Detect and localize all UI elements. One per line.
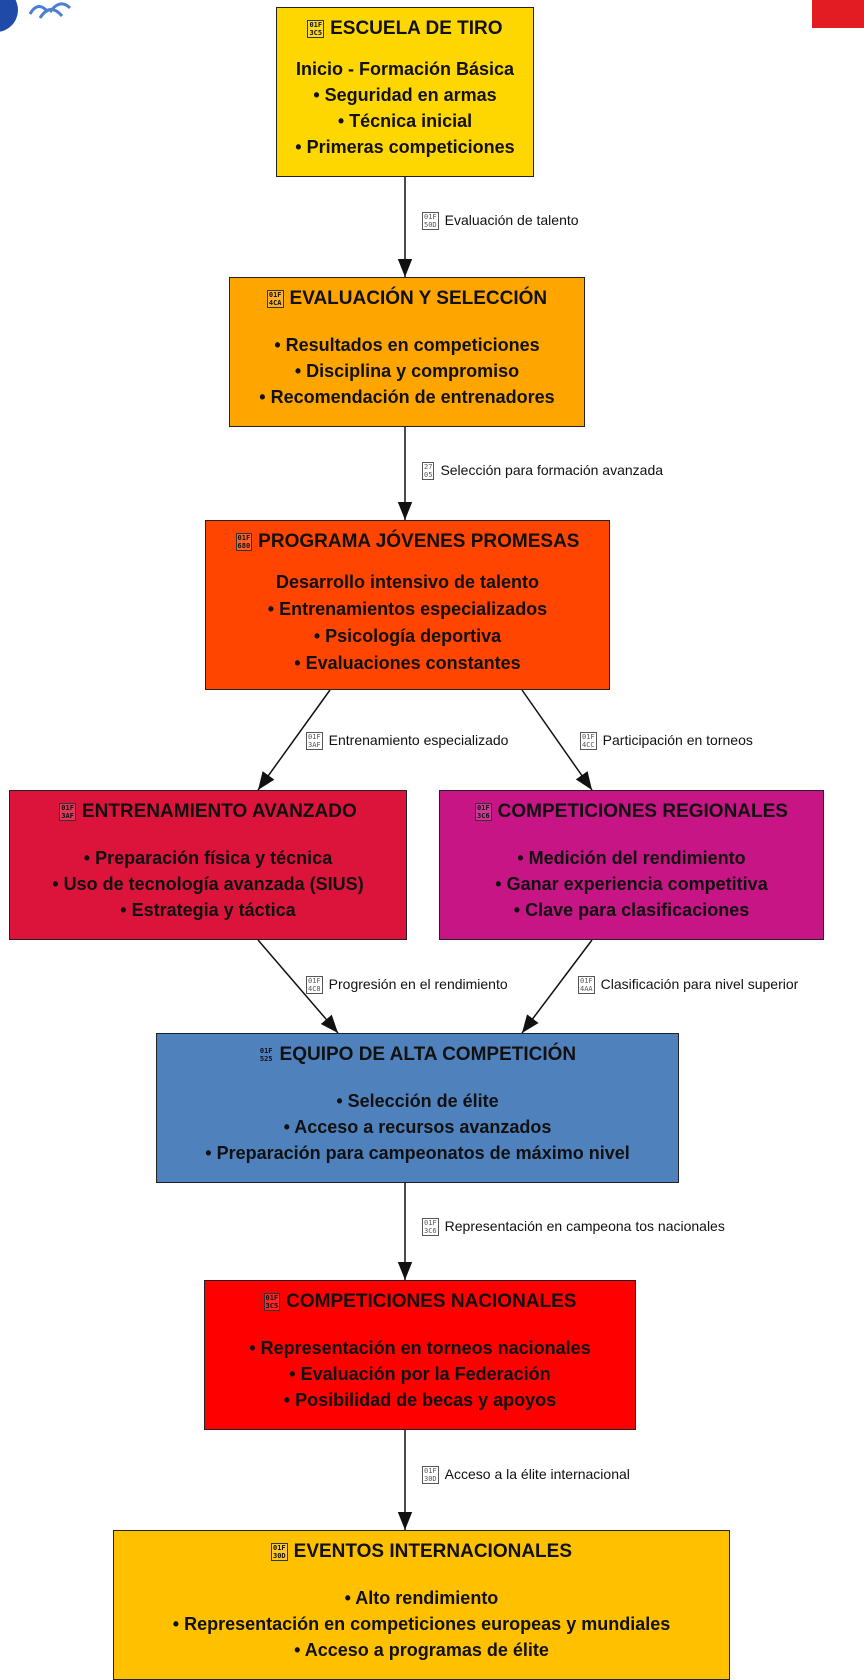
node-line: • Entrenamientos especializados	[267, 599, 548, 619]
node-line: • Uso de tecnología avanzada (SIUS)	[52, 874, 364, 894]
node-line: • Primeras competiciones	[295, 137, 515, 157]
node-line: • Posibilidad de becas y apoyos	[283, 1390, 557, 1410]
node-line: • Preparación física y técnica	[83, 848, 333, 868]
logo-emblem	[0, 0, 72, 32]
edge-arrow-regionales-to-alta	[521, 939, 593, 1034]
node-line: • Acceso a programas de élite	[294, 1640, 549, 1660]
node-line: • Técnica inicial	[337, 111, 473, 131]
logo-circle	[0, 0, 18, 32]
node-line: • Ganar experiencia competitiva	[495, 874, 768, 894]
corner-accent	[812, 0, 864, 28]
node-line: Desarrollo intensivo de talento	[275, 572, 540, 592]
edge-arrow-promesas-to-regionales	[521, 689, 593, 791]
node-line: • Evaluación por la Federación	[289, 1364, 551, 1384]
node-line: • Clave para clasificaciones	[513, 900, 750, 920]
node-line: • Selección de élite	[336, 1091, 499, 1111]
edge-arrow-promesas-to-avanzado	[257, 689, 331, 791]
node-line: • Medición del rendimiento	[517, 848, 746, 868]
node-line: • Psicología deportiva	[313, 626, 502, 646]
node-line: • Representación en torneos nacionales	[249, 1338, 591, 1358]
edge-arrow-avanzado-to-alta	[257, 939, 339, 1034]
node-line: • Estrategia y táctica	[120, 900, 296, 920]
node-line: • Recomendación de entrenadores	[259, 387, 555, 407]
node-line: • Evaluaciones constantes	[294, 653, 521, 673]
node-line: • Preparación para campeonatos de máximo…	[205, 1143, 630, 1163]
node-line: • Disciplina y compromiso	[294, 361, 520, 381]
node-line: • Acceso a recursos avanzados	[283, 1117, 552, 1137]
logo-swirls	[28, 2, 72, 19]
node-line: • Representación en competiciones europe…	[172, 1614, 671, 1634]
node-line: Inicio - Formación Básica	[295, 59, 515, 79]
node-line: • Alto rendimiento	[344, 1588, 499, 1608]
node-line: • Resultados en competiciones	[274, 335, 540, 355]
node-line: • Seguridad en armas	[313, 85, 497, 105]
